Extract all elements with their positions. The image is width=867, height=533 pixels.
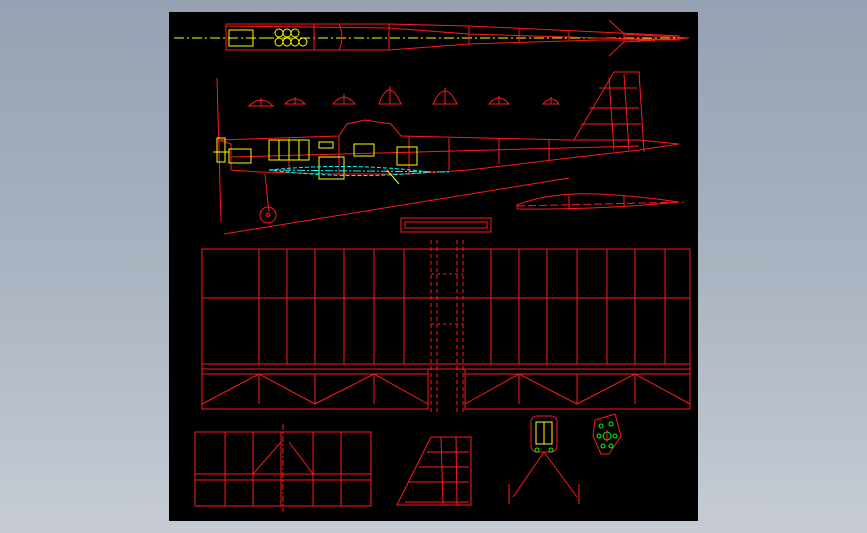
wing-plan-view — [201, 240, 691, 412]
fuselage-top-outline — [225, 23, 680, 41]
former-templates-row — [247, 86, 561, 107]
firewall-former — [592, 413, 622, 455]
wing-center-section — [430, 240, 464, 412]
landing-gear-wheel — [259, 206, 277, 224]
fuselage-top-view — [174, 19, 690, 57]
engine-mount-box — [228, 29, 254, 47]
horizontal-stabilizer — [194, 424, 372, 512]
spar-template — [400, 217, 492, 233]
cad-drawing-canvas[interactable] — [169, 12, 698, 521]
ground-line — [223, 177, 570, 235]
tail-top-view — [608, 19, 690, 57]
fin-rudder — [573, 71, 645, 153]
wing-airfoil-section — [516, 193, 685, 210]
front-view-gear — [508, 415, 580, 504]
fuselage-side-view — [213, 71, 680, 235]
wing-root-profile — [268, 165, 430, 177]
side-view-engine — [213, 137, 418, 180]
fuel-battery-cluster — [274, 28, 308, 47]
landing-gear-strut — [264, 173, 270, 213]
fuselage-side-outline — [218, 119, 680, 175]
fin-plan-view — [396, 436, 472, 506]
